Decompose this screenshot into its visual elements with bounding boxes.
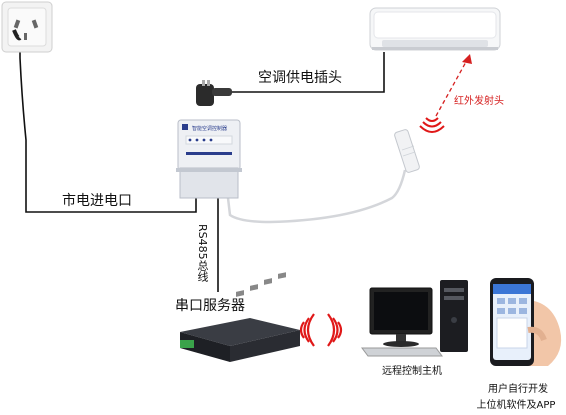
remote-host-computer <box>361 280 468 357</box>
serial-server-label: 串口服务器 <box>175 298 245 314</box>
wireless-signal-right <box>327 313 343 347</box>
air-conditioner <box>369 7 501 51</box>
ac-power-wire <box>232 52 385 93</box>
user-software-label-line1: 用户自行开发 <box>488 384 548 395</box>
controller-device <box>176 119 242 199</box>
ac-power-plug-label: 空调供电插头 <box>258 70 342 86</box>
infrared-emitter-label: 红外发射头 <box>454 96 504 107</box>
remote-host-label: 远程控制主机 <box>382 366 442 377</box>
mains-inlet-label: 市电进电口 <box>62 193 132 209</box>
ir-sensor <box>394 129 420 173</box>
power-plug <box>196 80 232 106</box>
wireless-signal-left <box>299 313 315 347</box>
sensor-cable <box>226 169 407 224</box>
smartphone <box>490 278 562 366</box>
user-software-label-line2: 上位机软件及APP <box>476 400 556 411</box>
rs485-bus-label: RS485总线 <box>196 224 209 282</box>
wall-outlet <box>1 1 53 53</box>
wires <box>19 38 385 292</box>
ir-beam <box>435 54 472 117</box>
mains-wire <box>19 38 197 213</box>
ir-signal-icon <box>419 117 445 133</box>
device-name-label: 智能空调控制器 <box>192 126 228 132</box>
serial-server <box>180 272 300 362</box>
